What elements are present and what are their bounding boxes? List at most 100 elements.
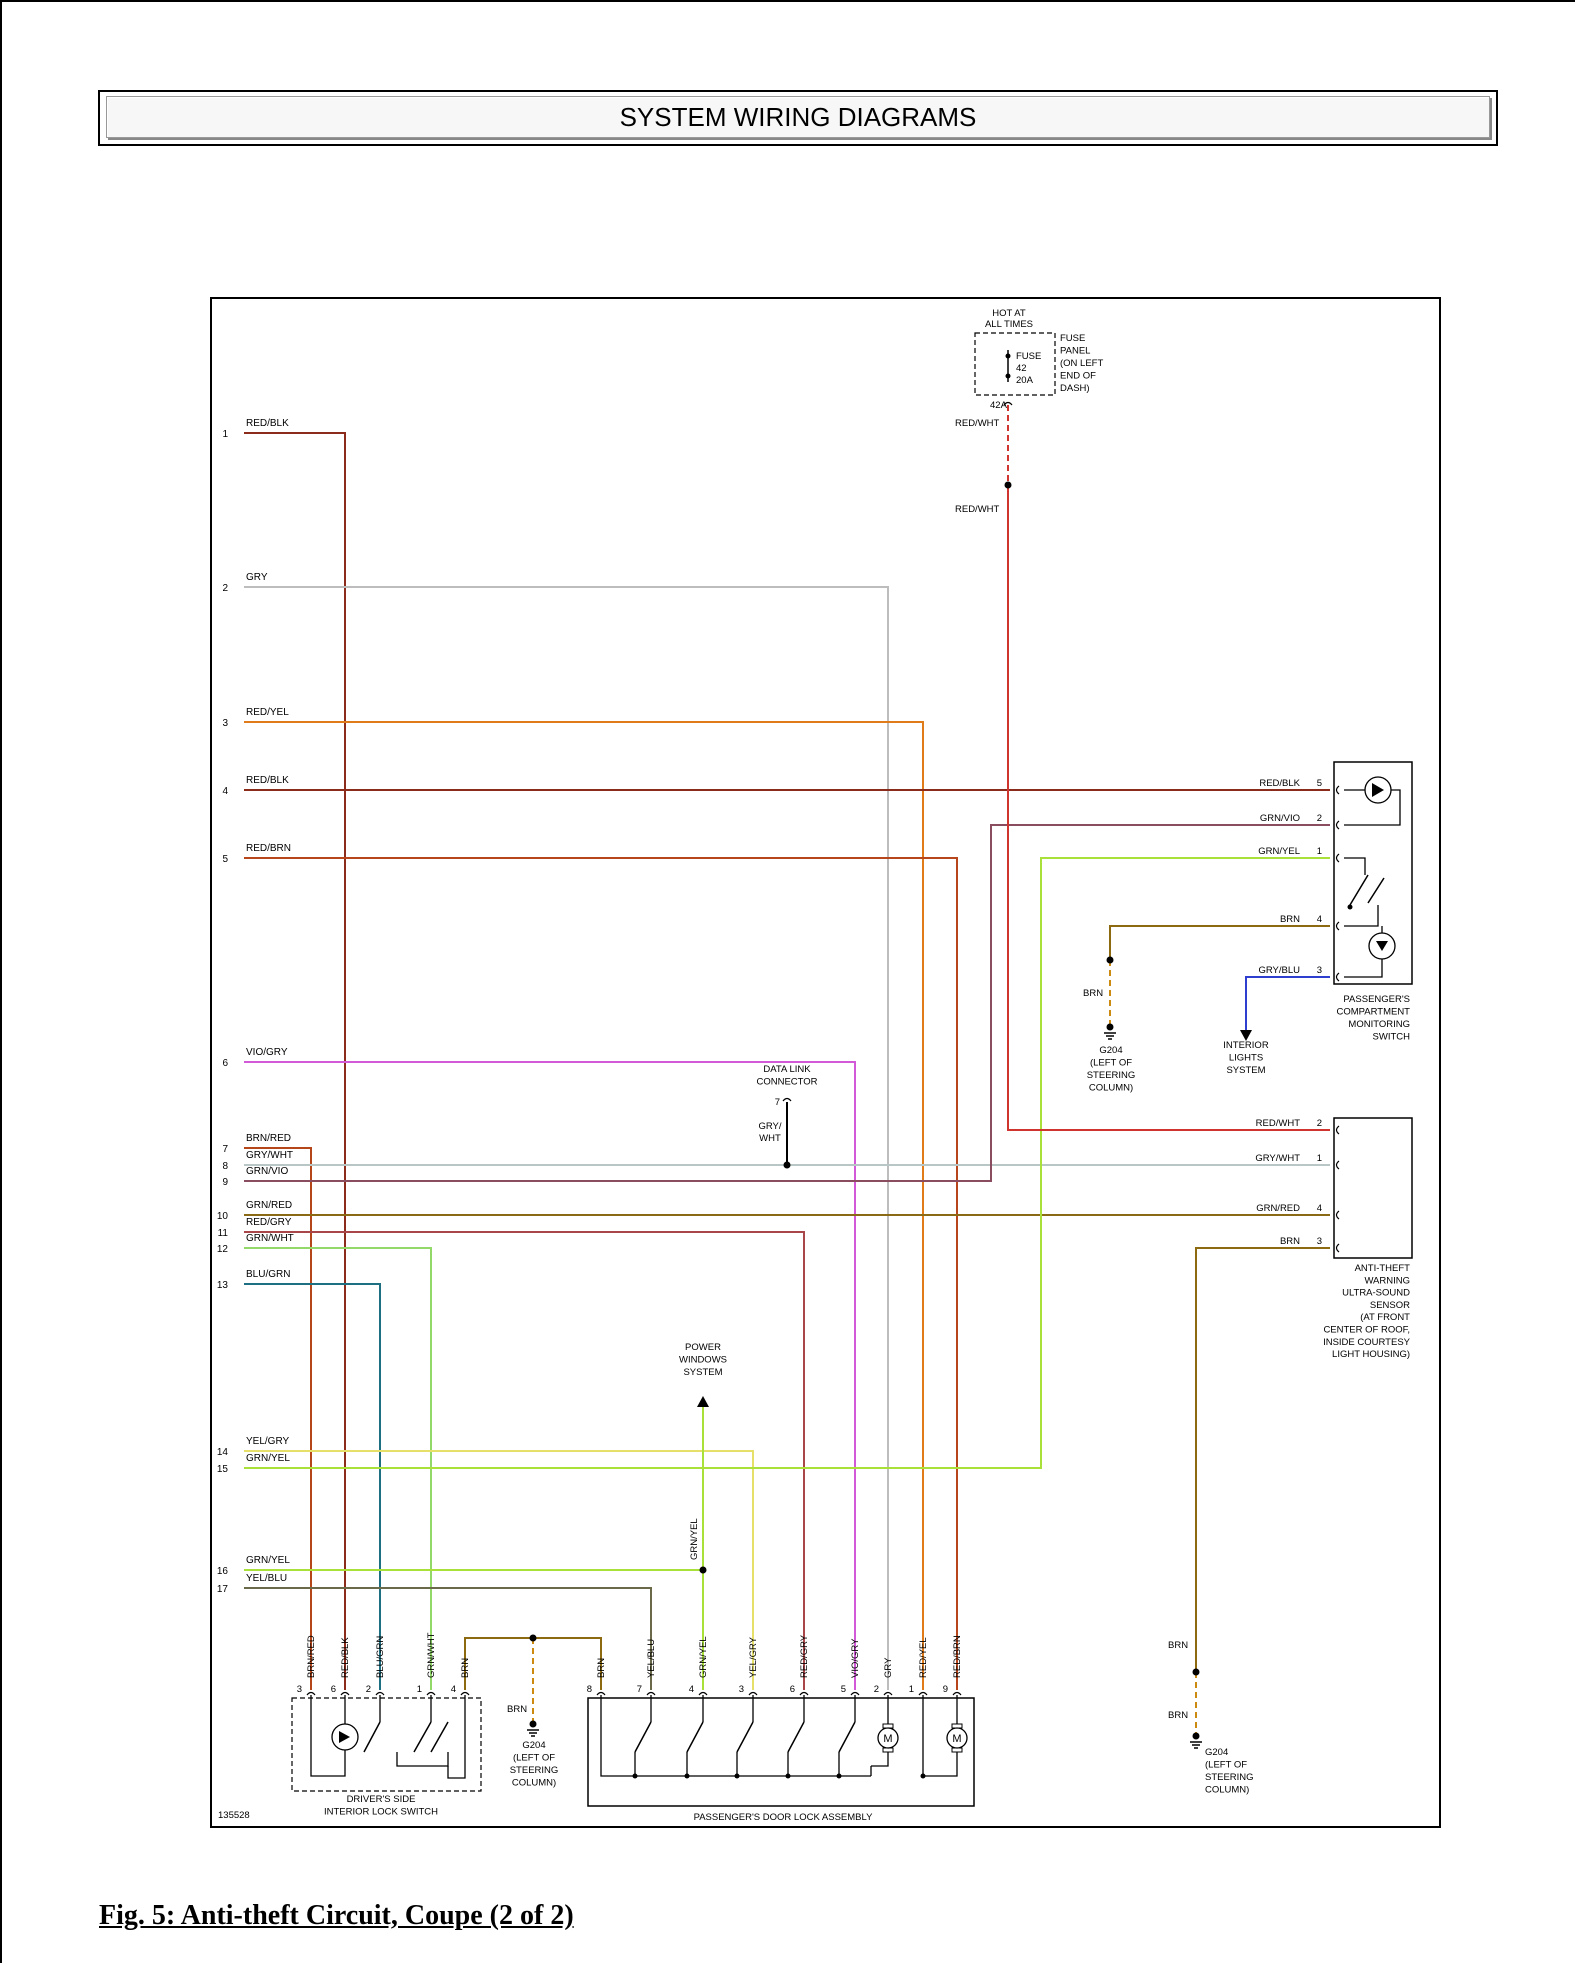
pin-number: 13	[217, 1280, 229, 1291]
wire-label: GRN/RED	[1256, 1203, 1300, 1214]
connector-terminal	[426, 1691, 436, 1696]
switch-blade-icon	[787, 1721, 805, 1753]
monitoring-switch-box	[1333, 761, 1413, 985]
wire-label: RED/WHT	[1256, 1118, 1301, 1129]
pin-number: 1	[1317, 1153, 1322, 1164]
wire-label: YEL/BLU	[646, 1639, 657, 1678]
pin-number: 3	[297, 1684, 302, 1695]
page-border-top	[0, 0, 1575, 2]
pin-number: 4	[1317, 1203, 1322, 1214]
ultrasound-sensor-box	[1333, 1117, 1413, 1259]
component-label: SYSTEM	[1226, 1065, 1265, 1076]
component-label: HOT AT	[992, 308, 1026, 319]
component-label: COLUMN)	[1205, 1785, 1249, 1796]
component-label: WINDOWS	[679, 1355, 727, 1366]
pin-number: 10	[217, 1211, 229, 1222]
left-wire-label: RED/BRN	[246, 843, 291, 854]
pin-number: 2	[1317, 813, 1322, 824]
pin-number: 1	[909, 1684, 914, 1695]
pin-number: 14	[217, 1447, 229, 1458]
left-wire-label: VIO/GRY	[246, 1047, 288, 1058]
left-wire-label: BLU/GRN	[246, 1269, 290, 1280]
pin-number: 8	[587, 1684, 592, 1695]
pin-number: 5	[841, 1684, 846, 1695]
arrow-up-icon	[697, 1396, 709, 1407]
connector-terminal	[375, 1691, 385, 1696]
component-label: (ON LEFT	[1060, 358, 1103, 369]
switch-blade-icon	[1349, 874, 1369, 906]
connector-terminal	[883, 1691, 893, 1696]
wire-label: GRY/BLU	[1258, 965, 1300, 976]
component-label: CENTER OF ROOF,	[1323, 1325, 1410, 1336]
pin-number: 15	[217, 1464, 229, 1475]
left-wire-label: RED/GRY	[246, 1217, 292, 1228]
wire-label: BRN	[1168, 1640, 1188, 1651]
internal-wire	[1344, 959, 1383, 978]
switch-blade-icon	[413, 1721, 432, 1753]
component-label: SYSTEM	[683, 1367, 722, 1378]
component-label: DATA LINK	[763, 1064, 811, 1075]
component-label: COMPARTMENT	[1336, 1007, 1410, 1018]
component-label: WHT	[759, 1133, 781, 1144]
component-label: POWER	[685, 1342, 721, 1353]
wire-vio-gry-6	[244, 1061, 856, 1690]
figure-caption: Fig. 5: Anti-theft Circuit, Coupe (2 of …	[99, 1900, 574, 1931]
wire-gry-2	[244, 586, 889, 1690]
wire-label: GRN/YEL	[698, 1636, 709, 1678]
pin-number: 1	[417, 1684, 422, 1695]
connector-terminal	[850, 1691, 860, 1696]
wire-label: RED/WHT	[955, 418, 1000, 429]
internal-wire	[1344, 857, 1366, 875]
component-label: G204	[1205, 1747, 1228, 1758]
left-wire-label: YEL/BLU	[246, 1573, 287, 1584]
wire-label: BRN	[507, 1704, 527, 1715]
component-label: COLUMN)	[1089, 1083, 1133, 1094]
wire-yel-blu-17	[244, 1587, 652, 1690]
wire-label: BLU/GRN	[375, 1636, 386, 1678]
ground-g204-b	[529, 1720, 537, 1728]
pin-number: 3	[739, 1684, 744, 1695]
internal-wire	[396, 1752, 449, 1767]
connector-terminal	[918, 1691, 928, 1696]
component-layer	[291, 332, 1413, 1807]
wire-label: BRN	[1280, 1236, 1300, 1247]
component-label: FUSE	[1016, 351, 1041, 362]
switch-contact	[1347, 904, 1353, 910]
wire-label: BRN	[460, 1658, 471, 1678]
connector-terminal	[1335, 1125, 1340, 1135]
component-label: STEERING	[1087, 1070, 1136, 1081]
component-label: END OF	[1060, 371, 1096, 382]
connector-terminal	[799, 1691, 809, 1696]
connector-terminal	[306, 1691, 316, 1696]
component-label: SWITCH	[1373, 1032, 1411, 1043]
component-label: INTERIOR LOCK SWITCH	[324, 1807, 438, 1818]
component-label: INTERIOR	[1223, 1040, 1269, 1051]
wire-label: YEL/GRY	[748, 1636, 759, 1678]
pin-number: 8	[222, 1161, 228, 1172]
left-wire-label: YEL/GRY	[246, 1436, 289, 1447]
component-label: LIGHTS	[1229, 1053, 1263, 1064]
internal-wire	[871, 1752, 889, 1767]
wire-label: GRN/VIO	[1260, 813, 1300, 824]
pin-number: 17	[217, 1584, 229, 1595]
motor-label: M	[883, 1733, 892, 1745]
connector-terminal	[1335, 972, 1340, 982]
component-label: MONITORING	[1348, 1019, 1410, 1030]
left-wire-label: GRN/VIO	[246, 1166, 288, 1177]
internal-wire	[447, 1695, 466, 1779]
wire-label: BRN/RED	[306, 1635, 317, 1678]
left-wire-label: GRY	[246, 572, 268, 583]
pin-number: 2	[874, 1684, 879, 1695]
junction-dot	[920, 1773, 926, 1779]
connector-terminal	[748, 1691, 758, 1696]
component-label: INSIDE COURTESY	[1323, 1337, 1411, 1348]
switch-blade-icon	[1367, 877, 1385, 904]
label-layer: 1RED/BLK2GRY3RED/YEL4RED/BLK5RED/BRN6VIO…	[217, 308, 1411, 1823]
wire-red-yel-3	[244, 721, 924, 1690]
pin-number: 7	[775, 1097, 780, 1108]
pin-number: 16	[217, 1566, 229, 1577]
pin-number: 12	[217, 1244, 229, 1255]
led-diode	[1372, 783, 1384, 797]
component-label: SENSOR	[1370, 1300, 1410, 1311]
